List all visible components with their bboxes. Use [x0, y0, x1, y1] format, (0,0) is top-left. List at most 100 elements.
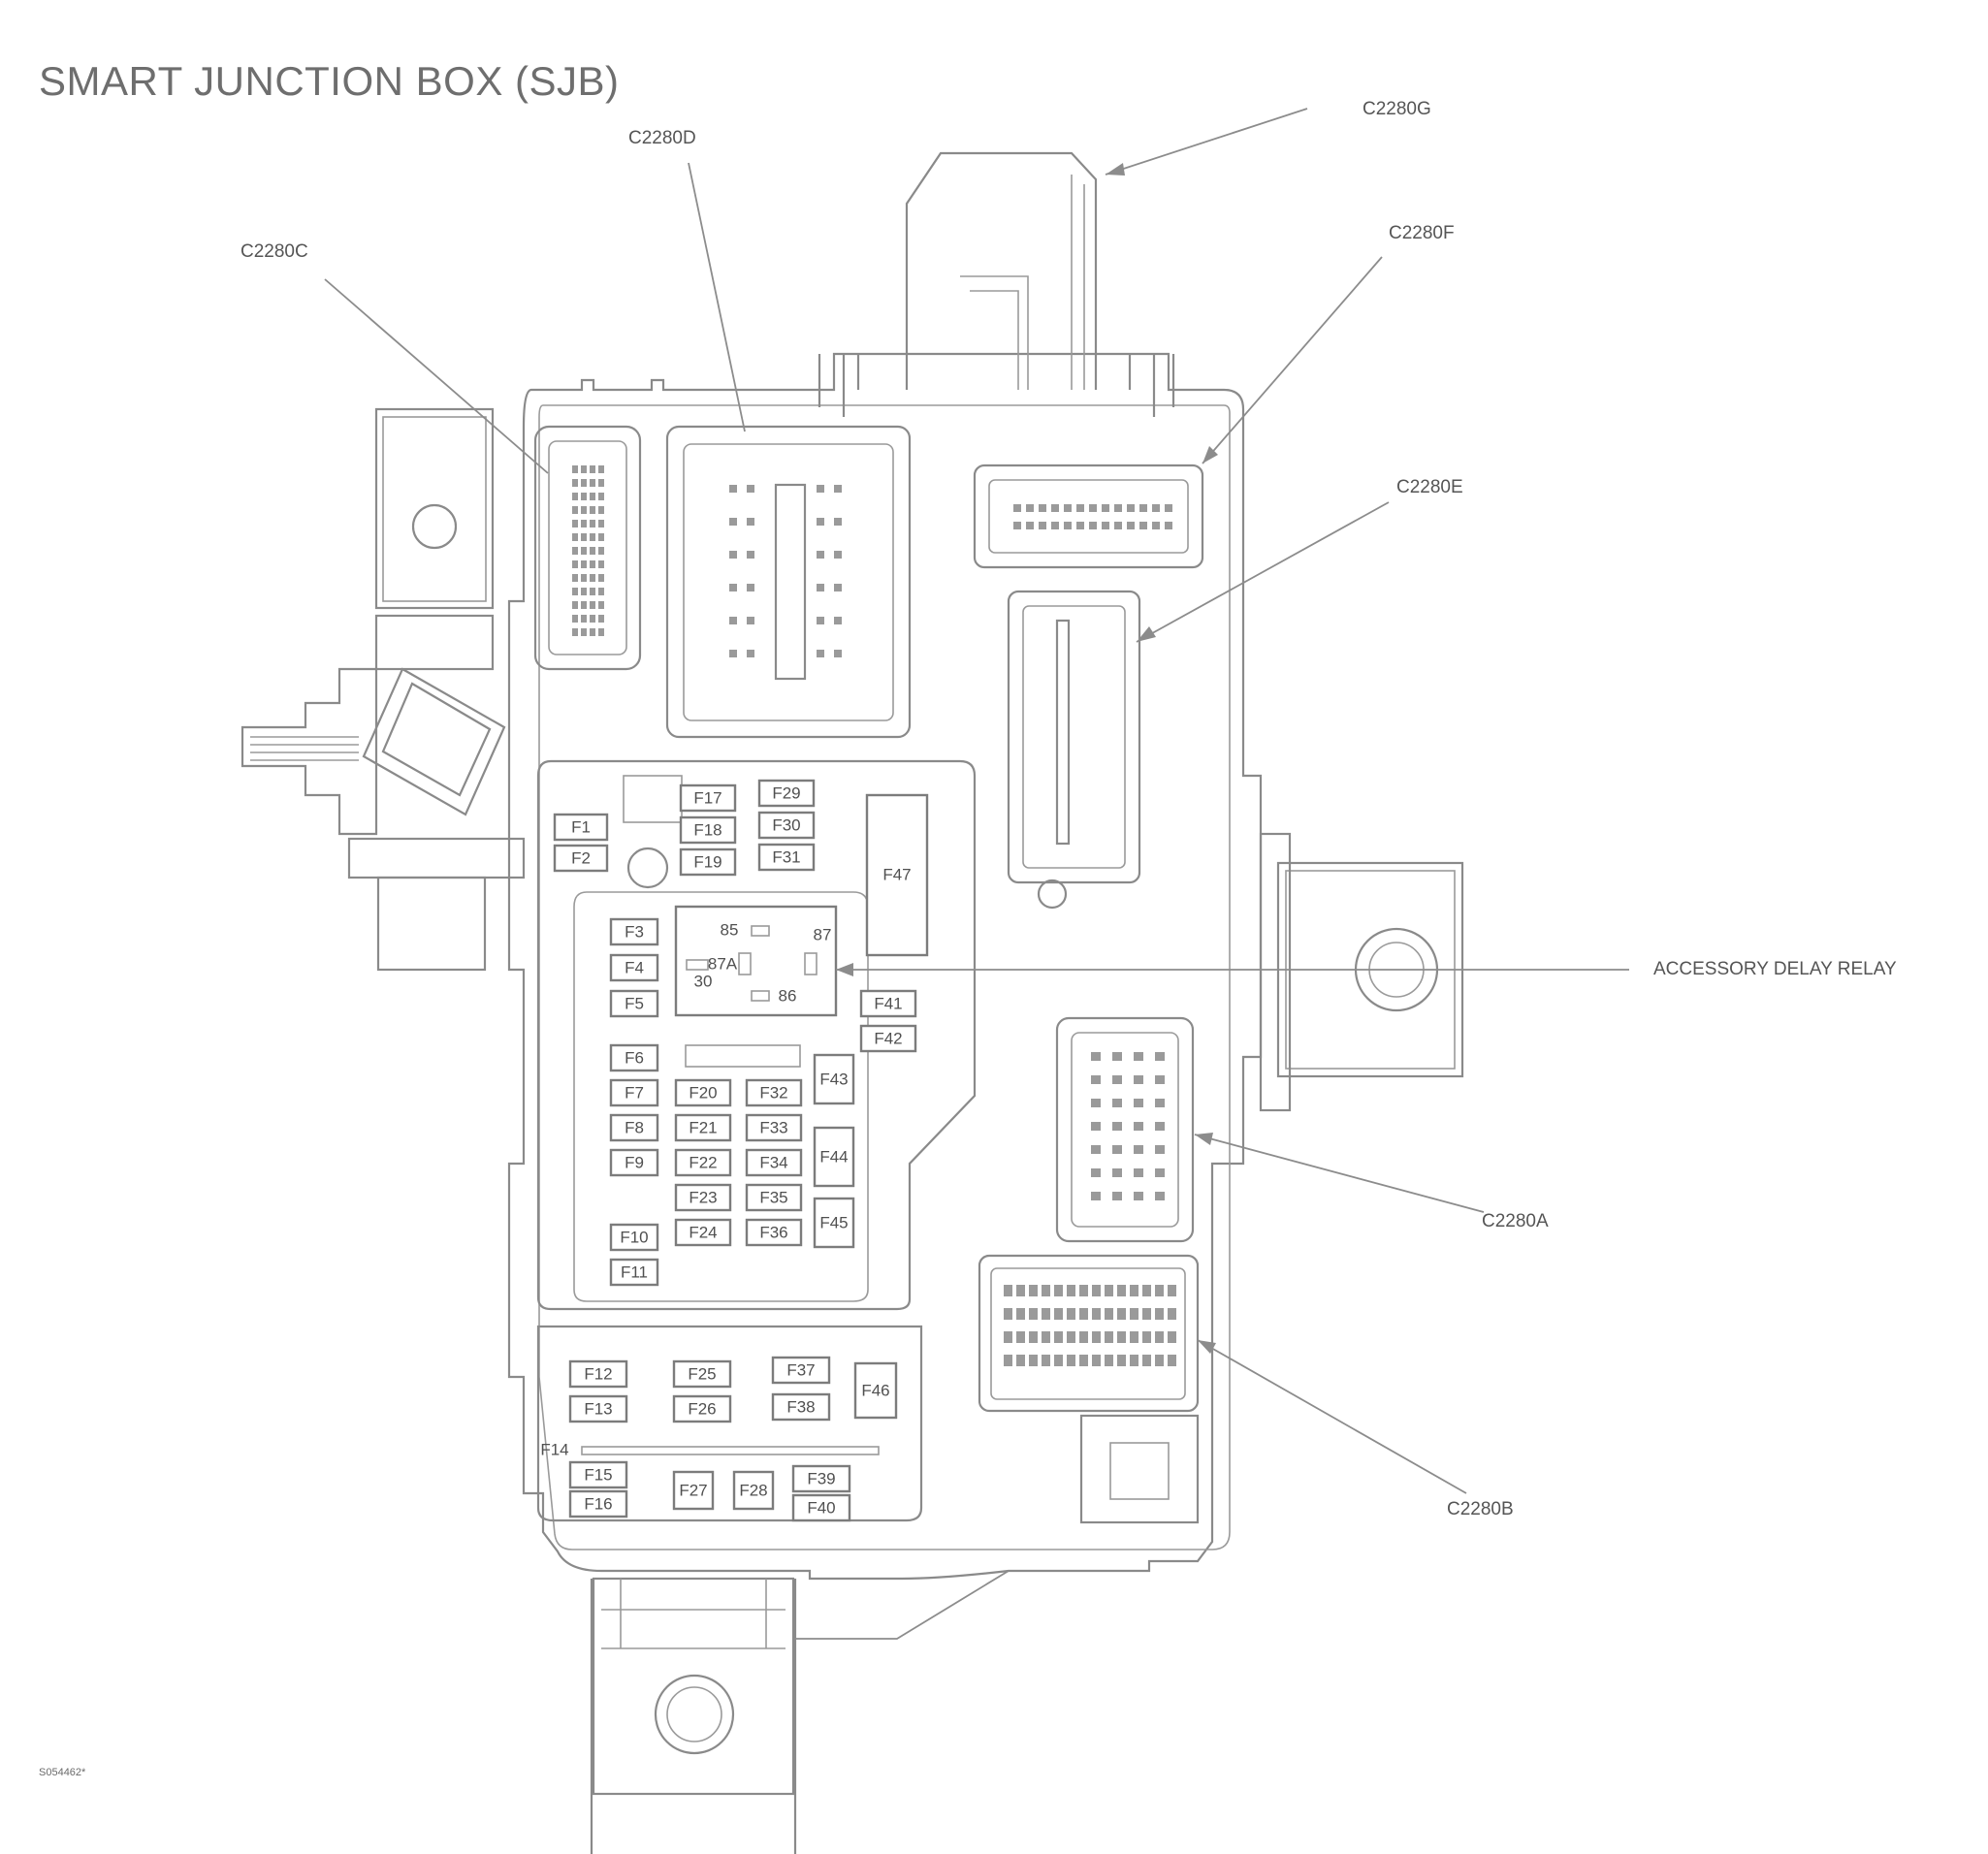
fuse-f9: [609, 1148, 659, 1177]
connector-pin: [1105, 1331, 1113, 1343]
connector-pin: [1117, 1308, 1126, 1320]
arrow-relay: [836, 963, 853, 976]
connector-pin: [581, 588, 587, 595]
fuse-label-f18: F18: [693, 820, 721, 839]
connector-pin: [1112, 1145, 1122, 1154]
c2280e-connector-inner: [1022, 605, 1126, 869]
fuse-f47: [865, 793, 929, 957]
connector-pin: [1155, 1122, 1165, 1131]
connector-pin: [1092, 1285, 1101, 1296]
connector-pin: [1112, 1168, 1122, 1177]
connector-pin: [1067, 1331, 1075, 1343]
connector-pin: [572, 615, 578, 623]
connector-pin: [581, 479, 587, 487]
fuse-label-f15: F15: [584, 1465, 612, 1484]
fuse-f41: [859, 989, 917, 1018]
fuse-f33: [745, 1113, 803, 1142]
connector-pin: [581, 506, 587, 514]
connector-pin: [1155, 1075, 1165, 1084]
fuse-label-f28: F28: [739, 1481, 767, 1499]
leader-c2280b: [1197, 1339, 1467, 1494]
connector-pin: [581, 574, 587, 582]
leader-c2280f: [1202, 256, 1383, 464]
connector-pin: [1142, 1331, 1151, 1343]
fuse-label-f22: F22: [689, 1153, 717, 1171]
connector-pin: [1029, 1331, 1038, 1343]
connector-pin: [1004, 1285, 1012, 1296]
connector-pin: [1076, 504, 1084, 512]
connector-pin: [581, 628, 587, 636]
connector-pin: [590, 588, 595, 595]
connector-pin: [598, 520, 604, 527]
c2280a-pins: [1091, 1052, 1165, 1200]
connector-pin: [1013, 504, 1021, 512]
connector-pin: [581, 533, 587, 541]
fuse-f19: [679, 847, 737, 877]
top-latch-strip: [818, 354, 1175, 417]
fuse-label-f21: F21: [689, 1118, 717, 1136]
connector-pin: [572, 574, 578, 582]
fuse-label-f33: F33: [759, 1118, 787, 1136]
relay-pin-30: 30: [694, 972, 713, 990]
connector-pin: [1134, 1122, 1143, 1131]
fuse-f16: [568, 1489, 628, 1518]
c2280b-connector-inner: [990, 1267, 1186, 1400]
connector-pin: [834, 650, 842, 657]
connector-pin: [1051, 522, 1059, 529]
fuse-label-f42: F42: [874, 1029, 902, 1047]
connector-pin: [598, 465, 604, 473]
fuse-f2: [553, 844, 609, 873]
c2280d-connector-inner: [683, 443, 894, 721]
connector-pin: [581, 560, 587, 568]
relay-pin-87a-slot: [738, 952, 752, 975]
connector-pin: [590, 533, 595, 541]
connector-pin: [1064, 504, 1072, 512]
fuse-f45: [813, 1197, 855, 1249]
fuse-f43: [813, 1053, 855, 1105]
connector-pin: [729, 485, 737, 493]
connector-pin: [1155, 1355, 1164, 1366]
fuse-label-f46: F46: [861, 1381, 889, 1399]
connector-pin: [1039, 522, 1046, 529]
connector-pin: [1079, 1308, 1088, 1320]
accessory-delay-relay: [674, 905, 838, 1017]
connector-pin: [1004, 1355, 1012, 1366]
connector-pin: [1130, 1355, 1138, 1366]
leader-c2280e: [1136, 501, 1390, 643]
left-mount-tab: [374, 614, 495, 671]
c2280f-pins: [1013, 504, 1172, 529]
connector-pin: [1127, 504, 1135, 512]
housing-inner-outline: [538, 404, 1231, 1550]
arrow-c2280g: [1106, 163, 1125, 176]
connector-pin: [1155, 1145, 1165, 1154]
label-c2280d: C2280D: [628, 128, 696, 148]
fuse-label-f40: F40: [807, 1498, 835, 1517]
connector-pin: [1051, 504, 1059, 512]
connector-pin: [1016, 1285, 1025, 1296]
connector-pin: [1114, 504, 1122, 512]
fuse-f34: [745, 1148, 803, 1177]
connector-pin: [1102, 504, 1109, 512]
connector-pin: [1089, 504, 1097, 512]
connector-pin: [834, 518, 842, 526]
connector-pin: [1112, 1052, 1122, 1061]
connector-pin: [572, 533, 578, 541]
c2280g-connector: [905, 151, 1098, 390]
connector-pin: [1091, 1099, 1101, 1107]
connector-pin: [598, 560, 604, 568]
connector-pin: [1029, 1285, 1038, 1296]
connector-pin: [1142, 1308, 1151, 1320]
fuse-f44: [813, 1126, 855, 1188]
fuse-f28: [732, 1470, 775, 1511]
connector-pin: [1155, 1168, 1165, 1177]
left-mount-hole: [411, 503, 458, 550]
fuse-label-f16: F16: [584, 1494, 612, 1513]
housing-outline: [507, 352, 1263, 1581]
connector-pin: [817, 584, 824, 591]
relay-pin-87: 87: [814, 925, 832, 943]
connector-pin: [1105, 1308, 1113, 1320]
bottom-strap: [793, 1570, 1010, 1640]
bottom-mount-hole: [654, 1674, 735, 1755]
connector-pin: [1091, 1075, 1101, 1084]
